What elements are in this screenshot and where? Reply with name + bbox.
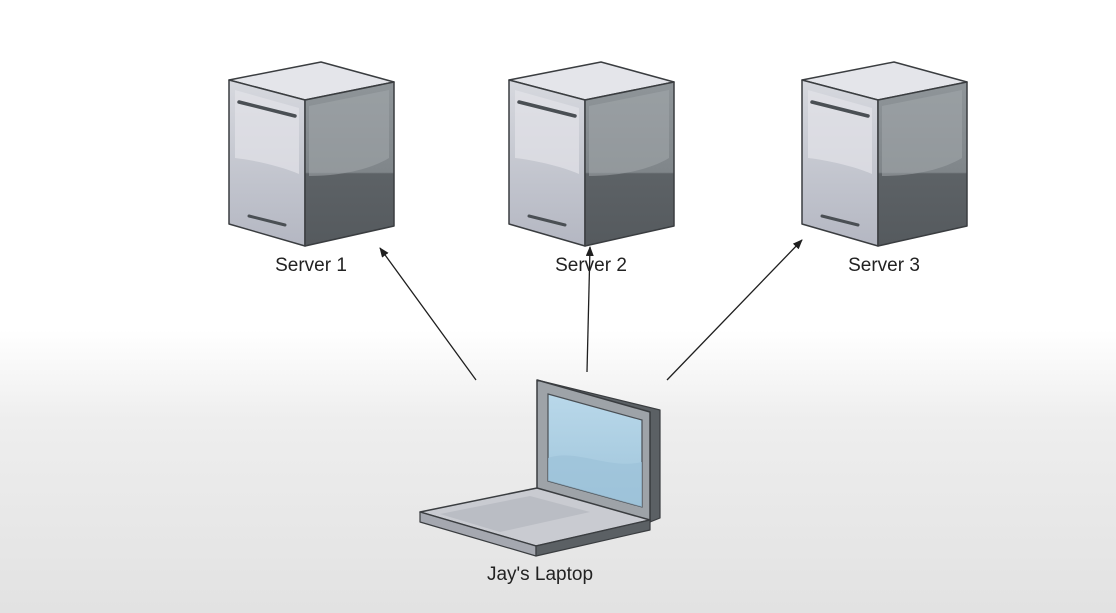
server-icon xyxy=(227,60,396,248)
connection-arrow-server-2 xyxy=(585,246,594,373)
connection-arrow-server-1 xyxy=(379,247,477,381)
server-icon xyxy=(507,60,676,248)
server-icon xyxy=(800,60,969,248)
server-1-label: Server 1 xyxy=(275,255,347,276)
laptop-icon xyxy=(419,379,661,557)
server-2-label: Server 2 xyxy=(555,255,627,276)
connection-arrow-server-3 xyxy=(666,239,803,381)
laptop-label: Jay's Laptop xyxy=(486,564,594,585)
server-3-label: Server 3 xyxy=(848,255,920,276)
